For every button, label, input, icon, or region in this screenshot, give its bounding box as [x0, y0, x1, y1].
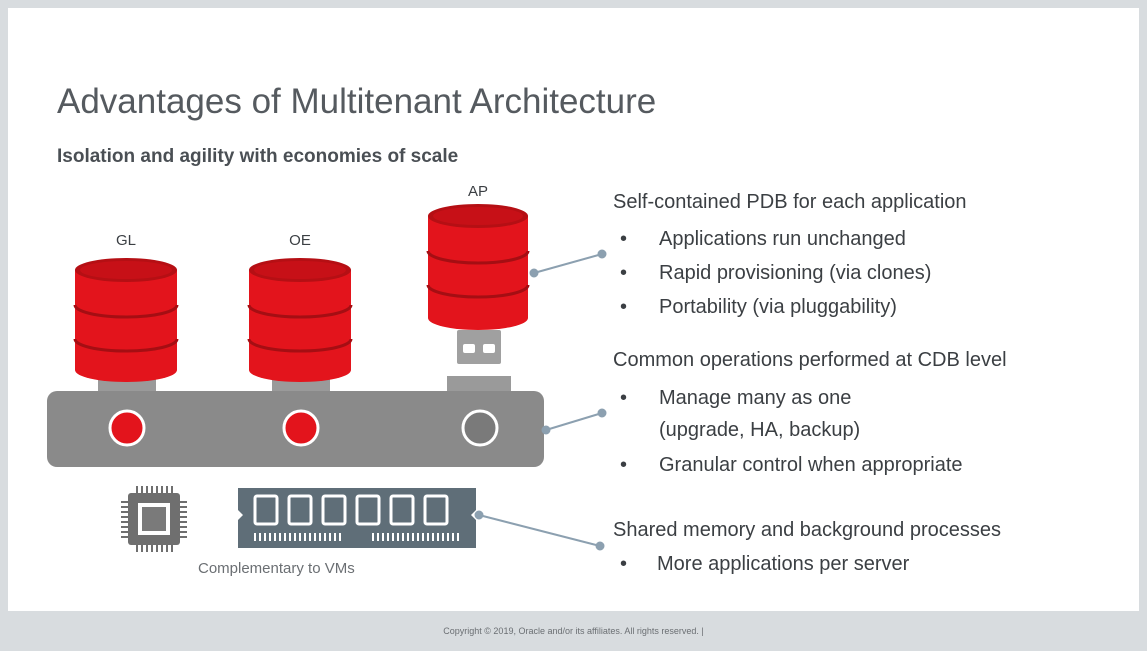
bullet-dot: •: [620, 262, 628, 284]
bullet-item: More applications per server: [657, 553, 910, 575]
callout-line-cdb: [541, 408, 607, 435]
section-heading-cdb: Common operations performed at CDB level: [613, 349, 1007, 371]
hub-port-oe: [282, 409, 320, 447]
database-ap-icon: [426, 204, 530, 364]
section-heading-pdb: Self-contained PDB for each application: [613, 191, 967, 213]
vm-caption: Complementary to VMs: [198, 560, 355, 577]
page-subtitle: Isolation and agility with economies of …: [57, 146, 459, 167]
callout-line-memory: [474, 510, 605, 551]
database-gl-icon: [73, 258, 179, 382]
database-label-gl: GL: [115, 232, 136, 249]
hub-port-gl: [108, 409, 146, 447]
bullet-item: Manage many as one: [659, 387, 852, 409]
callout-line-pdb: [529, 249, 607, 278]
slide: [8, 8, 1139, 611]
cpu-chip-icon: [121, 486, 187, 552]
hub-port-ap: [461, 409, 499, 447]
copyright-footer: Copyright © 2019, Oracle and/or its affi…: [443, 626, 704, 636]
bullet-item: Applications run unchanged: [659, 228, 906, 250]
bullet-item: Granular control when appropriate: [659, 454, 963, 476]
bullet-item: Portability (via pluggability): [659, 296, 897, 318]
memory-module-icon: [238, 488, 476, 548]
database-label-ap: AP: [467, 183, 488, 200]
bullet-dot: •: [620, 553, 628, 575]
bullet-dot: •: [620, 387, 628, 409]
database-label-oe: OE: [289, 232, 311, 249]
bullet-dot: •: [620, 454, 628, 476]
bullet-item: Rapid provisioning (via clones): [659, 262, 932, 284]
page-title: Advantages of Multitenant Architecture: [57, 82, 657, 121]
bullet-dot: •: [620, 228, 628, 250]
connector-ap-socket: [447, 376, 511, 394]
bullet-continuation: (upgrade, HA, backup): [659, 419, 861, 441]
section-heading-memory: Shared memory and background processes: [613, 519, 1001, 541]
bullet-dot: •: [620, 296, 628, 318]
database-oe-icon: [247, 258, 353, 382]
